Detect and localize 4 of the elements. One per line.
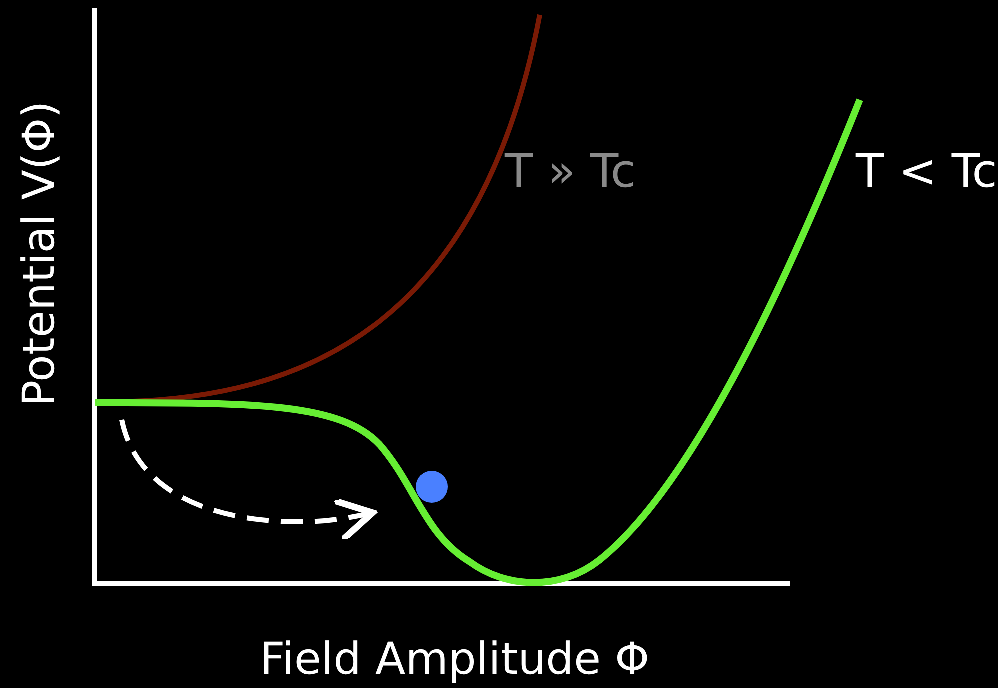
curve-label: T » Tc bbox=[505, 148, 636, 194]
curve-label: T < Tc bbox=[856, 148, 998, 194]
axis-title: Field Amplitude Φ bbox=[260, 638, 650, 682]
axis-title: Potential V(Φ) bbox=[18, 101, 62, 407]
